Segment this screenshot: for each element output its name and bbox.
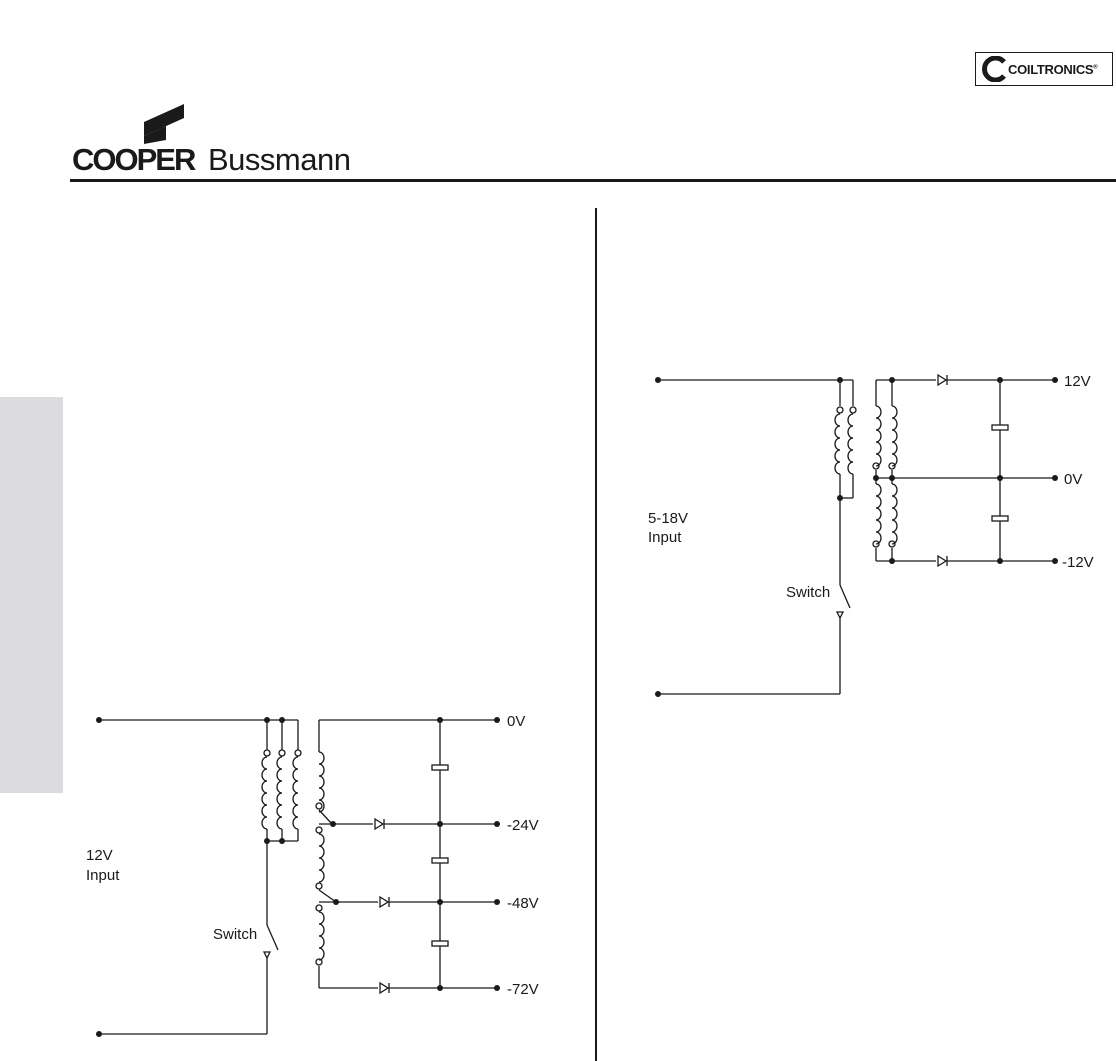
coiltronics-logo: COILTRONICS® <box>975 52 1113 86</box>
capacitor-1 <box>431 764 449 771</box>
primary-coil-2 <box>276 749 286 830</box>
diode-48v <box>379 895 390 909</box>
output-label-neg48v: -48V <box>507 895 539 912</box>
input-voltage-label: 12V <box>86 847 113 864</box>
primary-coil-1 <box>261 749 271 830</box>
column-divider <box>595 208 597 1061</box>
output-label-0v: 0V <box>507 713 525 730</box>
capacitor-3 <box>431 940 449 947</box>
diode-72v <box>379 981 390 995</box>
diode-24v <box>374 817 385 831</box>
output-label-neg24v: -24V <box>507 817 539 834</box>
switch-label: Switch <box>786 584 830 601</box>
secondary-coil-2 <box>888 405 898 470</box>
capacitor-2 <box>991 515 1009 522</box>
side-tab <box>0 397 63 793</box>
secondary-coil-3 <box>872 483 882 548</box>
secondary-coil-2 <box>315 826 325 890</box>
cooper-logo-mark <box>144 104 184 144</box>
primary-coil-1 <box>834 406 844 475</box>
secondary-coil-3 <box>315 904 325 966</box>
header-rule <box>70 179 1116 182</box>
coiltronics-c-icon <box>982 56 1006 82</box>
brand-coiltronics-text: COILTRONICS <box>1008 62 1094 77</box>
left-circuit-diagram: 0V -24V -48V -72V 12V Input Switch <box>86 713 539 1037</box>
capacitor-2 <box>431 857 449 864</box>
switch <box>835 584 851 620</box>
secondary-coil-1 <box>315 751 325 813</box>
capacitor-1 <box>991 424 1009 431</box>
right-circuit-diagram: 12V 0V -12V 5-18V Input Switch <box>648 373 1094 697</box>
output-label-neg72v: -72V <box>507 981 539 998</box>
brand-cooper-text: COOPER <box>72 142 196 177</box>
switch <box>262 924 279 960</box>
switch-label: Switch <box>213 926 257 943</box>
primary-coil-3 <box>292 749 302 830</box>
input-text-label: Input <box>86 867 120 884</box>
input-voltage-label: 5-18V <box>648 510 688 527</box>
input-text-label: Input <box>648 529 682 546</box>
diode-neg12v <box>937 554 948 568</box>
output-label-neg12v: -12V <box>1062 554 1094 571</box>
primary-coil-2 <box>847 406 857 475</box>
registered-mark: ® <box>1093 64 1098 71</box>
secondary-coil-4 <box>888 483 898 548</box>
diode-12v <box>937 373 948 387</box>
cooper-bussmann-logo: COOPER Bussmann <box>72 104 372 177</box>
secondary-coil-1 <box>872 405 882 470</box>
brand-bussmann-text: Bussmann <box>208 142 351 177</box>
output-label-12v: 12V <box>1064 373 1091 390</box>
output-label-0v: 0V <box>1064 471 1082 488</box>
